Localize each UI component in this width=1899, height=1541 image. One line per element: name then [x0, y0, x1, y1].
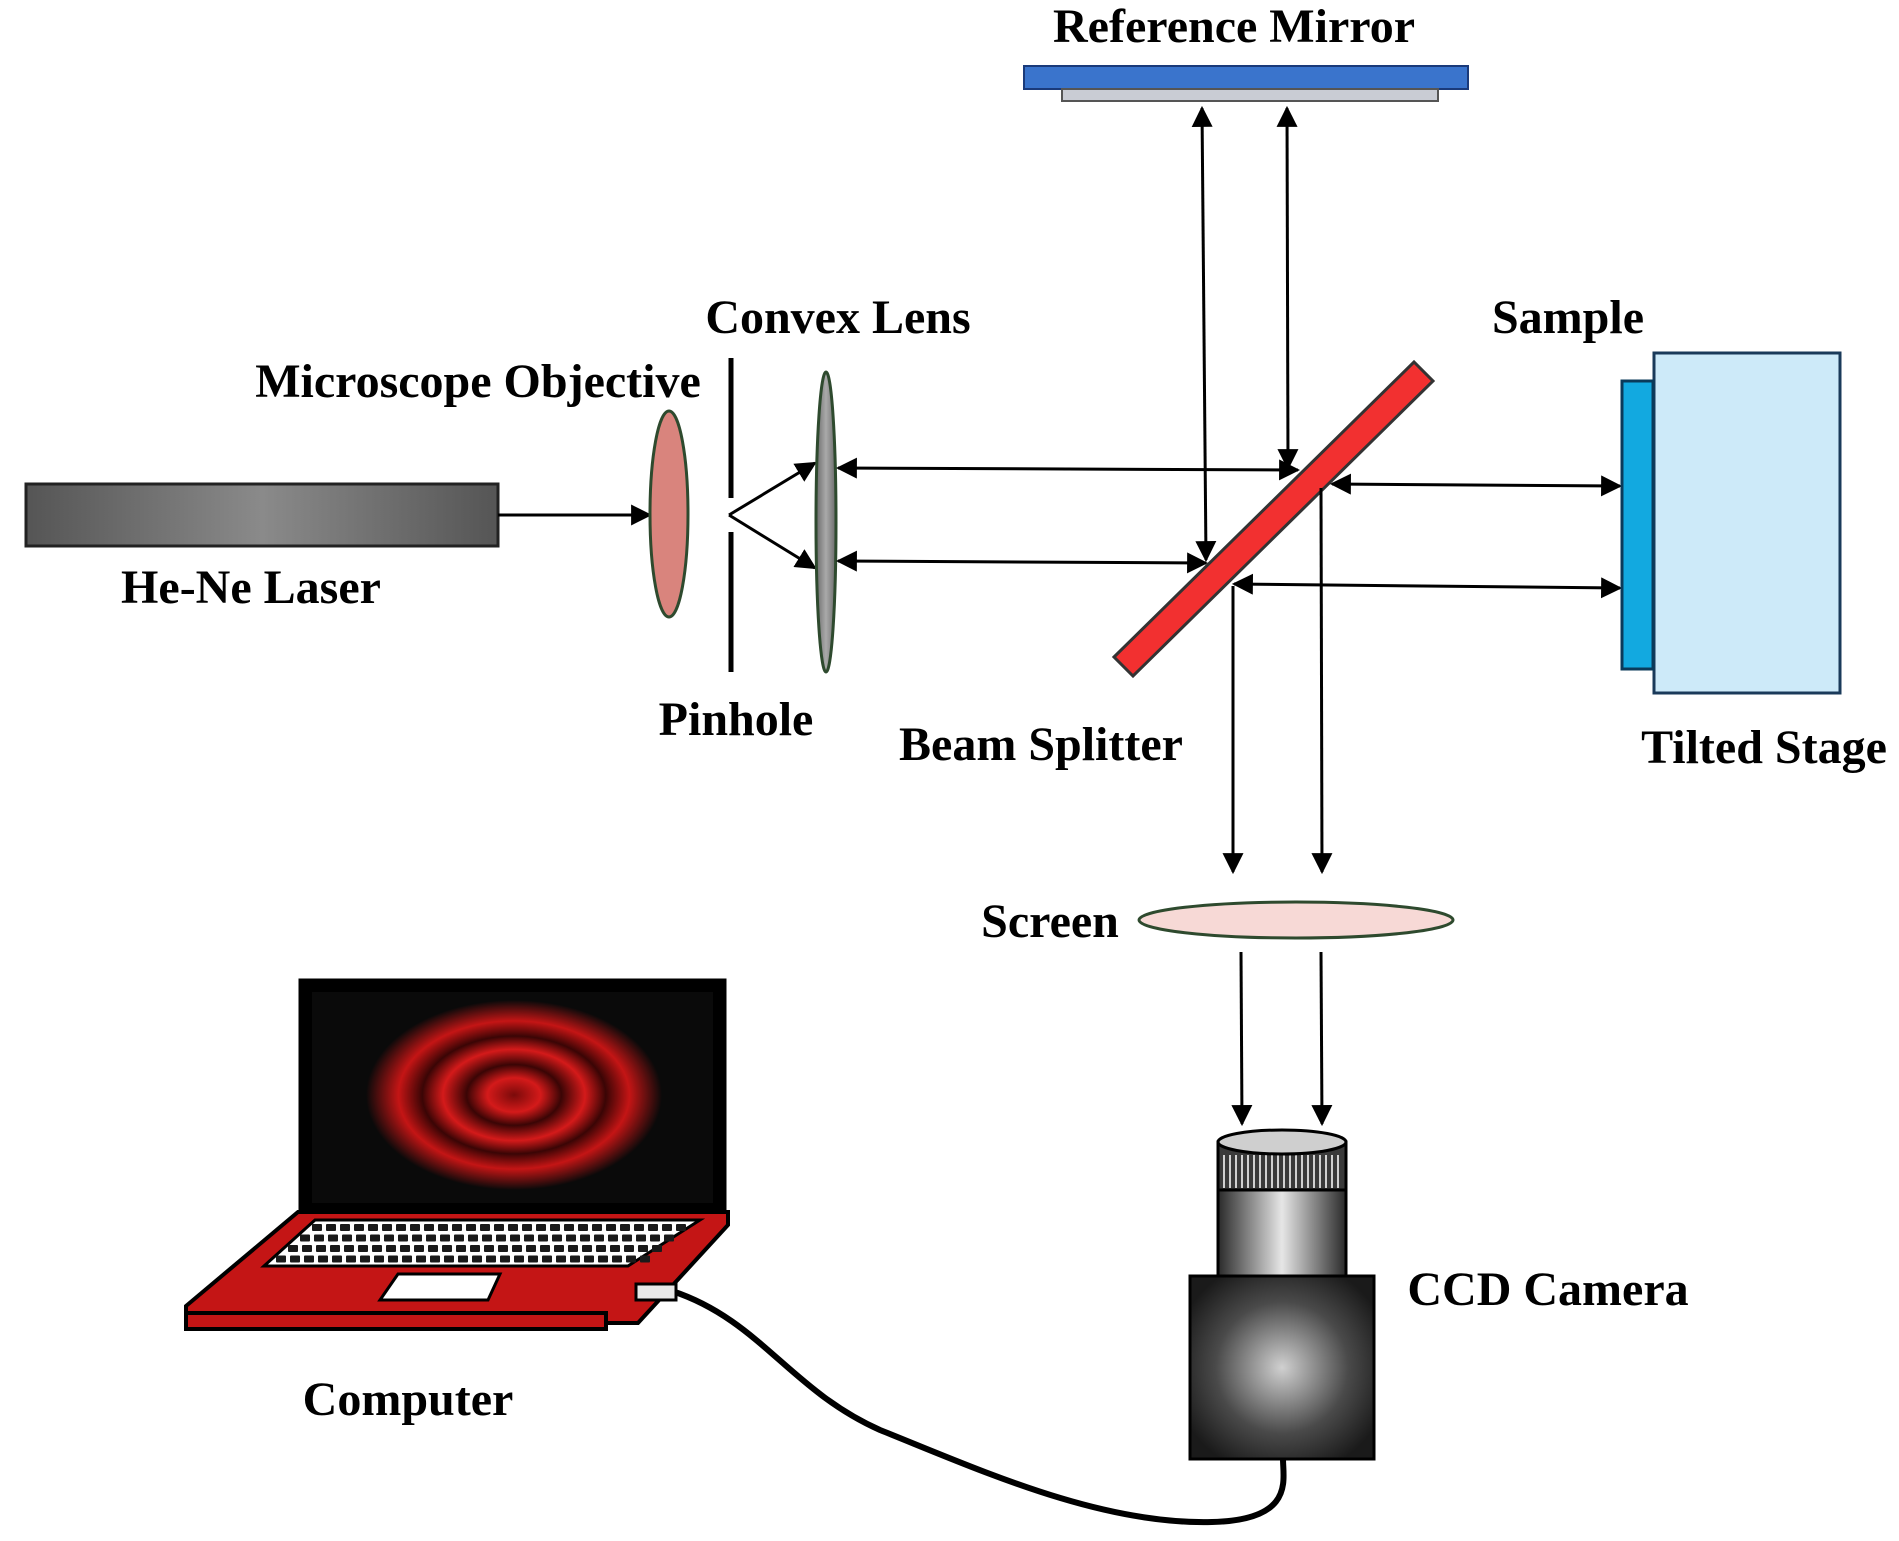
pinhole-label: Pinhole	[659, 693, 814, 746]
ray-mirror-left	[1191, 105, 1217, 563]
he-ne-laser-label: He-Ne Laser	[121, 561, 381, 614]
sample	[1620, 379, 1655, 671]
touchpad	[377, 1272, 503, 1302]
diverging-ray-upper	[728, 461, 817, 517]
ray-sample-lower	[1231, 573, 1623, 599]
beam-splitter	[1111, 359, 1436, 679]
ray-screen-right	[1311, 487, 1333, 875]
convex-lens	[814, 370, 838, 674]
microscope-objective	[648, 409, 690, 619]
laptop-computer	[184, 978, 730, 1331]
ray-camera-left	[1231, 951, 1253, 1127]
keyboard	[260, 1218, 706, 1268]
beam-splitter-label: Beam Splitter	[899, 718, 1183, 771]
reference-mirror	[1023, 65, 1469, 102]
convex-lens-label: Convex Lens	[705, 291, 970, 344]
ray-camera-right	[1311, 951, 1333, 1127]
interference-fringe-pattern	[366, 1000, 662, 1190]
diverging-ray-lower	[728, 513, 817, 570]
ray-mirror-right	[1276, 105, 1299, 471]
ray-sample-upper	[1329, 473, 1623, 497]
ccd-camera-label: CCD Camera	[1407, 1263, 1688, 1316]
usb-port	[634, 1282, 678, 1302]
screen-label: Screen	[981, 895, 1119, 948]
tilted-stage	[1652, 351, 1842, 695]
microscope-objective-label: Microscope Objective	[255, 355, 701, 408]
sample-label: Sample	[1492, 291, 1644, 344]
computer-label: Computer	[303, 1373, 514, 1426]
screen	[1137, 900, 1455, 940]
ray-lens-splitter-upper	[835, 457, 1301, 481]
usb-cable	[671, 1288, 1287, 1526]
reference-mirror-label: Reference Mirror	[1053, 0, 1415, 53]
he-ne-laser	[24, 482, 500, 548]
tilted-stage-label: Tilted Stage	[1641, 721, 1887, 774]
ccd-camera	[1188, 1128, 1376, 1461]
ray-lens-splitter-lower	[835, 550, 1209, 574]
